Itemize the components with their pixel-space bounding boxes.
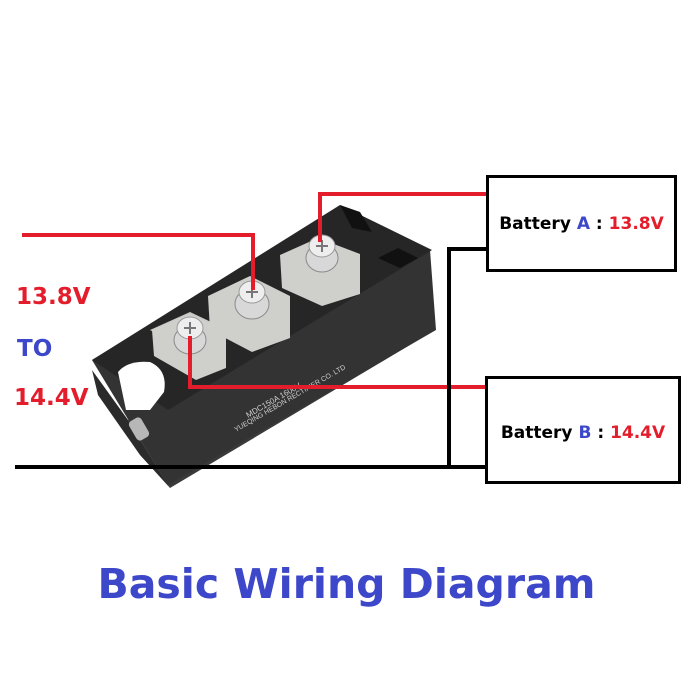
input-voltage-from: 13.8V [16, 284, 91, 310]
battery-a-box: Battery A : 13.8V [486, 175, 677, 272]
battery-b-box: Battery B : 14.4V [485, 376, 681, 484]
mounting-tab-right-2 [378, 248, 418, 268]
battery-b-voltage: 14.4V [610, 423, 666, 443]
wire-battery-b-positive [188, 336, 488, 389]
battery-a-label: Battery A : 13.8V [499, 214, 664, 234]
negative-wires [15, 247, 488, 469]
battery-b-id: B [578, 423, 592, 443]
positive-wires [22, 192, 488, 389]
terminal-2 [208, 276, 290, 352]
mounting-tab-right-1 [340, 205, 372, 232]
input-voltage-to: 14.4V [14, 385, 89, 411]
terminal-3 [280, 234, 360, 306]
mounting-slot-left [118, 361, 165, 410]
battery-a-id: A [576, 213, 590, 234]
wire-battery-a-positive [318, 192, 488, 242]
wire-battery-a-negative [447, 247, 488, 467]
diagram-title: Basic Wiring Diagram [97, 560, 596, 608]
wire-input-positive [22, 233, 255, 290]
battery-a-text: Battery [499, 213, 571, 234]
battery-a-voltage: 13.8V [608, 213, 664, 234]
battery-a-separator: : [595, 213, 603, 234]
input-voltage-connector: TO [17, 336, 53, 362]
battery-b-text: Battery [500, 423, 573, 443]
diode-module: MDC150A 1600V YUEQING HEBON RECTIFIER CO… [92, 205, 436, 488]
battery-b-separator: : [597, 423, 605, 443]
battery-b-label: Battery B : 14.4V [501, 423, 665, 443]
mounting-screw-left [128, 417, 150, 441]
